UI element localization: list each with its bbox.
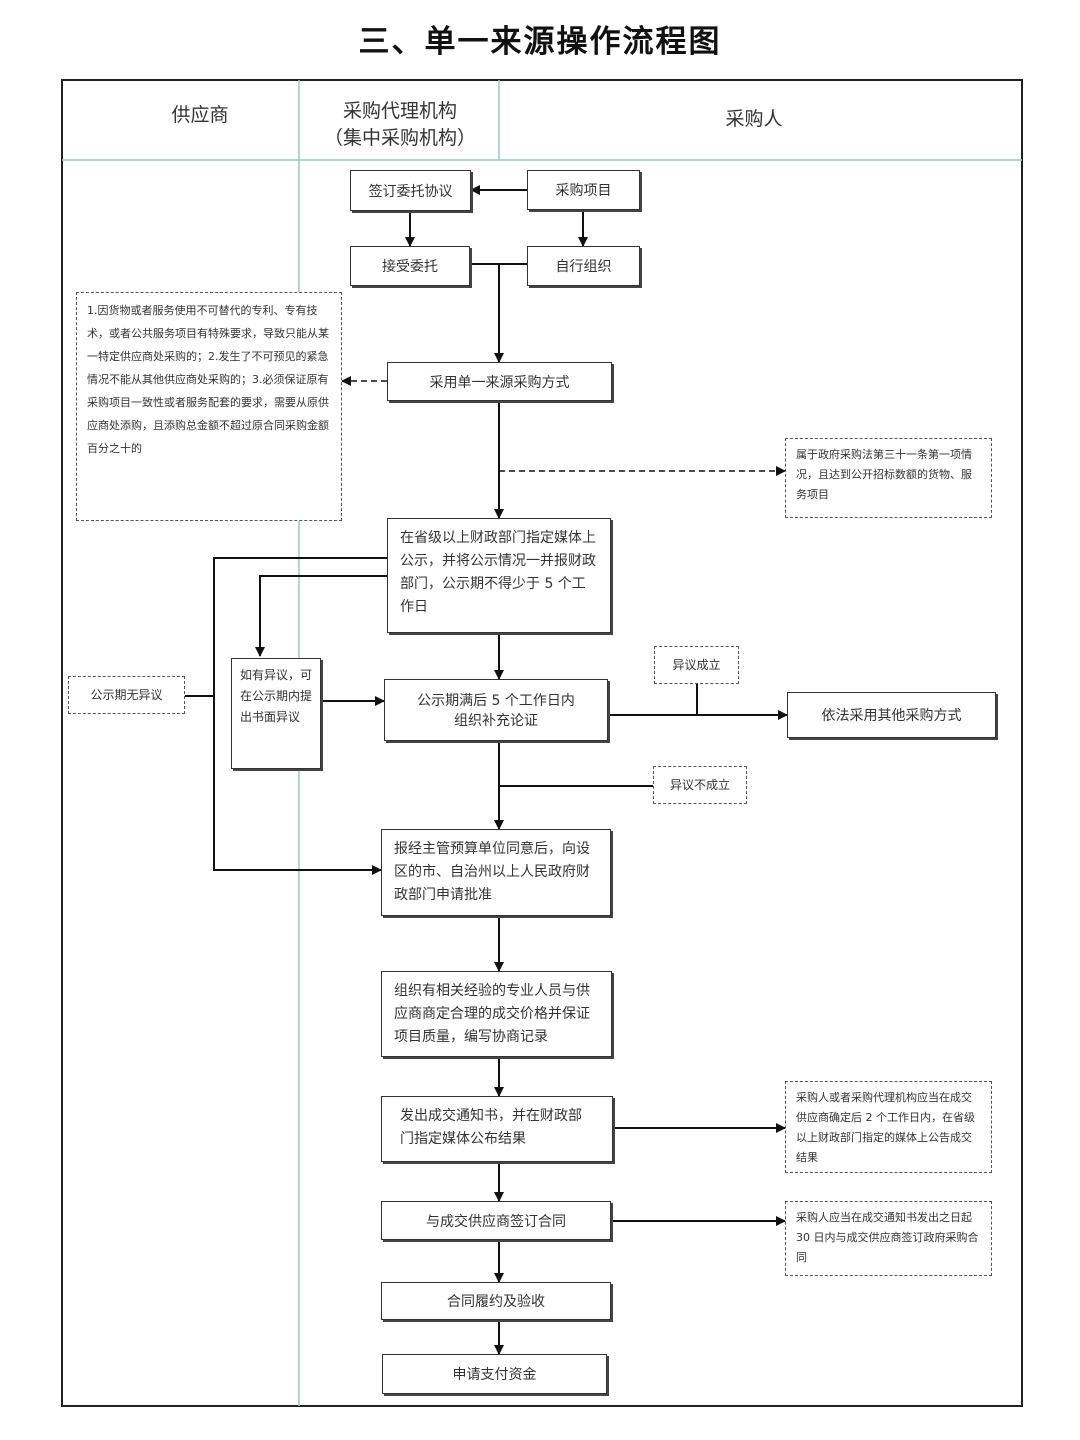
lane-header-agency-line2: （集中采购机构） (323, 127, 476, 149)
box-issue-notice: 发出成交通知书，并在财政部门指定媒体公布结果 (381, 1096, 613, 1162)
box-supplement-demo: 公示期满后 5 个工作日内组织补充论证 (384, 679, 608, 741)
box-publish: 在省级以上财政部门指定媒体上公示，并将公示情况一并报财政部门，公示期不得少于 5… (387, 518, 611, 633)
box-objection-submit: 如有异议，可在公示期内提出书面异议 (231, 658, 321, 769)
box-adopt-single-source: 采用单一来源采购方式 (387, 362, 612, 401)
note-objection-invalid: 异议不成立 (653, 766, 747, 804)
box-sign-agreement: 签订委托协议 (350, 170, 471, 211)
box-self-organize: 自行组织 (527, 246, 640, 286)
note-conditions: 1.因货物或者服务使用不可替代的专利、专有技术，或者公共服务项目有特殊要求，导致… (76, 292, 342, 521)
box-report-approval: 报经主管预算单位同意后，向设区的市、自治州以上人民政府财政部门申请批准 (381, 829, 611, 916)
page-title: 三、单一来源操作流程图 (358, 24, 722, 60)
outer-frame (61, 79, 1023, 1407)
note-notice-rule: 采购人或者采购代理机构应当在成交供应商确定后 2 个工作日内，在省级以上财政部门… (785, 1081, 992, 1173)
box-sign-contract: 与成交供应商签订合同 (381, 1201, 611, 1240)
box-performance: 合同履约及验收 (381, 1282, 611, 1320)
line-publish-to-objection (255, 575, 387, 657)
lane-header-purchaser: 采购人 (725, 108, 783, 130)
box-accept-commission: 接受委托 (350, 246, 470, 286)
note-objection-valid: 异议成立 (654, 646, 739, 684)
line-publish-to-approval (213, 557, 387, 875)
note-law-case: 属于政府采购法第三十一条第一项情况，且达到公开招标数额的货物、服务项目 (785, 438, 992, 518)
box-apply-payment: 申请支付资金 (382, 1354, 607, 1394)
note-no-objection: 公示期无异议 (68, 676, 185, 714)
box-negotiate: 组织有相关经验的专业人员与供应商商定合理的成交价格并保证项目质量，编写协商记录 (381, 971, 612, 1057)
lane-header-agency: 采购代理机构 （集中采购机构） (310, 96, 490, 150)
box-purchase-project: 采购项目 (527, 170, 640, 210)
box-other-method: 依法采用其他采购方式 (787, 692, 996, 738)
lane-header-supplier: 供应商 (171, 104, 229, 126)
note-contract-rule: 采购人应当在成交通知书发出之日起 30 日内与成交供应商签订政府采购合同 (785, 1201, 992, 1276)
lane-header-agency-line1: 采购代理机构 (342, 100, 457, 122)
